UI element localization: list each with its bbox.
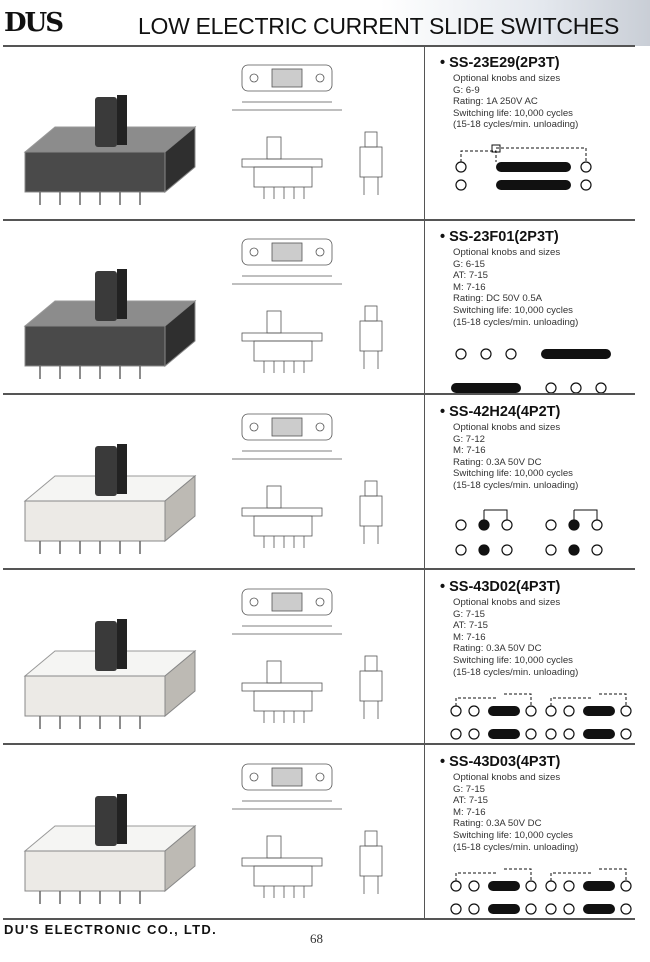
- company-logo: DUS: [4, 8, 64, 38]
- product-title: • SS-23E29(2P3T): [440, 55, 560, 71]
- page-number: 68: [310, 931, 323, 946]
- spec-line: (15-18 cycles/min. unloading): [453, 841, 579, 853]
- spec-line: Switching life: 10,000 cycles: [453, 107, 573, 119]
- page-title: LOW ELECTRIC CURRENT SLIDE SWITCHES: [138, 13, 620, 39]
- spec-line: G: 6-9: [453, 84, 480, 96]
- dimension-drawing: [212, 571, 417, 743]
- product-section: • SS-42H24(4P2T) Optional knobs and size…: [0, 396, 650, 571]
- circuit-schematic: [446, 861, 636, 927]
- product-section: • SS-23F01(2P3T) Optional knobs and size…: [0, 221, 650, 396]
- circuit-schematic: [446, 500, 636, 566]
- product-section: • SS-43D03(4P3T) Optional knobs and size…: [0, 746, 650, 921]
- dimension-drawing: [212, 47, 417, 219]
- spec-line: Switching life: 10,000 cycles: [453, 304, 573, 316]
- spec-line: Optional knobs and sizes: [453, 247, 561, 258]
- section-divider: [3, 219, 635, 221]
- product-title: • SS-23F01(2P3T): [440, 229, 559, 245]
- dimension-drawing: [212, 221, 417, 393]
- product-section: • SS-23E29(2P3T) Optional knobs and size…: [0, 47, 650, 222]
- footer-company: DU'S ELECTRONIC CO., LTD.: [4, 922, 218, 937]
- spec-line: Rating: 1A 250V AC: [453, 96, 538, 108]
- product-title: • SS-43D03(4P3T): [440, 754, 561, 770]
- circuit-schematic: [446, 139, 636, 205]
- spec-line: M: 7-16: [453, 806, 486, 818]
- spec-line: Switching life: 10,000 cycles: [453, 829, 573, 841]
- section-divider: [3, 393, 635, 395]
- product-section: • SS-43D02(4P3T) Optional knobs and size…: [0, 571, 650, 746]
- dimension-drawing: [212, 746, 417, 918]
- header-background: [380, 0, 650, 46]
- spec-line: (15-18 cycles/min. unloading): [453, 119, 579, 131]
- spec-line: Optional knobs and sizes: [453, 772, 561, 783]
- section-divider: [3, 568, 635, 570]
- spec-line: (15-18 cycles/min. unloading): [453, 316, 579, 328]
- product-title: • SS-42H24(4P2T): [440, 404, 561, 420]
- spec-line: M: 7-16: [453, 445, 486, 457]
- spec-line: M: 7-16: [453, 631, 486, 643]
- spec-line: Optional knobs and sizes: [453, 73, 561, 84]
- product-photo: [15, 756, 205, 906]
- product-title: • SS-43D02(4P3T): [440, 579, 561, 595]
- circuit-schematic: [446, 336, 636, 402]
- spec-line: (15-18 cycles/min. unloading): [453, 479, 579, 491]
- spec-line: (15-18 cycles/min. unloading): [453, 666, 579, 678]
- spec-line: AT: 7-15: [453, 620, 489, 632]
- spec-line: Switching life: 10,000 cycles: [453, 468, 573, 480]
- spec-line: Optional knobs and sizes: [453, 422, 561, 433]
- spec-line: Rating: 0.3A 50V DC: [453, 643, 542, 655]
- column-divider: [424, 46, 425, 918]
- spec-line: G: 7-12: [453, 433, 485, 445]
- spec-line: M: 7-16: [453, 281, 486, 293]
- dimension-drawing: [212, 396, 417, 568]
- spec-line: AT: 7-15: [453, 270, 489, 282]
- product-photo: [15, 231, 205, 381]
- product-photo: [15, 57, 205, 207]
- spec-line: Rating: 0.3A 50V DC: [453, 456, 542, 468]
- product-photo: [15, 581, 205, 731]
- spec-line: G: 7-15: [453, 608, 485, 620]
- spec-line: AT: 7-15: [453, 795, 489, 807]
- spec-line: G: 6-15: [453, 258, 485, 270]
- spec-line: Switching life: 10,000 cycles: [453, 654, 573, 666]
- circuit-schematic: [446, 686, 636, 752]
- section-divider: [3, 743, 635, 745]
- spec-line: Rating: 0.3A 50V DC: [453, 818, 542, 830]
- spec-line: Rating: DC 50V 0.5A: [453, 293, 543, 305]
- spec-line: Optional knobs and sizes: [453, 597, 561, 608]
- section-divider: [3, 918, 635, 920]
- header-divider: [3, 45, 635, 47]
- product-photo: [15, 406, 205, 556]
- spec-line: G: 7-15: [453, 783, 485, 795]
